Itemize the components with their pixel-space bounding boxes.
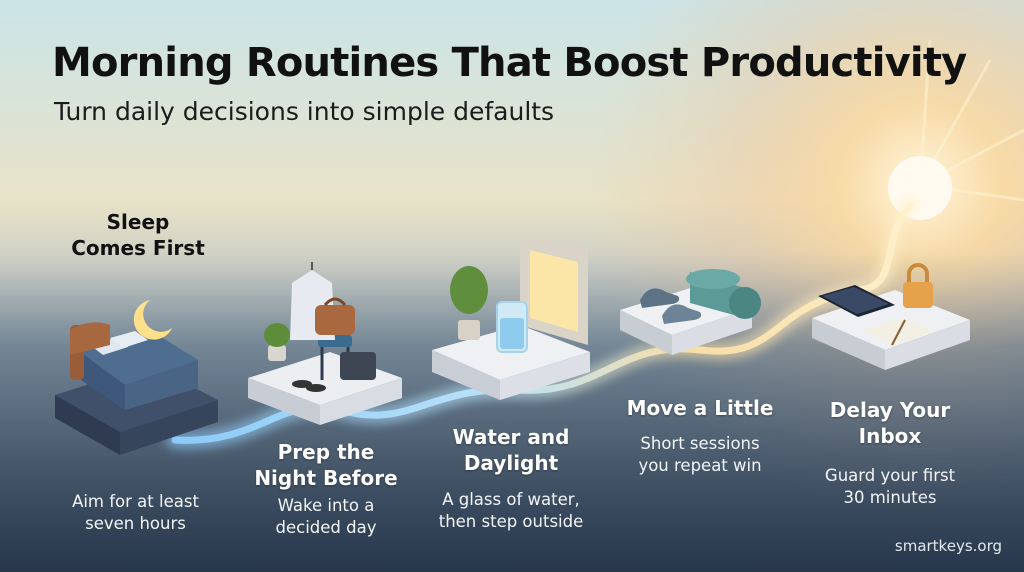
step-description: Wake into a decided day (240, 495, 412, 539)
page-subtitle: Turn daily decisions into simple default… (54, 97, 555, 126)
step-description: A glass of water, then step outside (416, 489, 606, 533)
step-title: Delay Your Inbox (800, 397, 980, 449)
step-desc-line: Short sessions (640, 434, 760, 453)
step-desc-line: Aim for at least (72, 492, 199, 511)
step-title-line: Prep the (277, 440, 375, 464)
clothes-and-bag-icon (248, 262, 402, 425)
step-description: Short sessions you repeat win (610, 433, 790, 477)
step-title-line: Comes First (71, 236, 205, 260)
step-title-line: Daylight (463, 451, 559, 475)
step-title-line: Sleep (106, 210, 170, 234)
step-desc-line: 30 minutes (843, 488, 937, 507)
step-title-line: Water and (452, 425, 570, 449)
step-title: Sleep Comes First (48, 209, 228, 261)
step-description: Aim for at least seven hours (38, 491, 233, 535)
step-title-line: Night Before (254, 466, 398, 490)
step-title-line: Inbox (858, 424, 922, 448)
step-desc-line: you repeat win (638, 456, 762, 475)
page-title: Morning Routines That Boost Productivity (52, 40, 967, 86)
step-desc-line: A glass of water, (442, 490, 580, 509)
step-desc-line: then step outside (438, 512, 584, 531)
step-desc-line: seven hours (85, 514, 186, 533)
step-title-line: Delay Your (829, 398, 951, 422)
phone-with-lock-icon (812, 263, 970, 370)
step-title-line: Move a Little (626, 396, 774, 420)
step-description: Guard your first 30 minutes (800, 465, 980, 509)
water-glass-window-icon (432, 235, 590, 400)
step-title: Prep the Night Before (240, 439, 412, 491)
step-title: Move a Little (610, 395, 790, 421)
step-desc-line: Guard your first (824, 466, 956, 485)
shoes-and-yoga-mat-icon (620, 269, 761, 355)
step-desc-line: Wake into a (277, 496, 375, 515)
bed-with-moon-icon (55, 300, 218, 455)
step-desc-line: decided day (275, 518, 377, 537)
step-title: Water and Daylight (421, 424, 601, 476)
footer-credit: smartkeys.org (894, 537, 1002, 555)
